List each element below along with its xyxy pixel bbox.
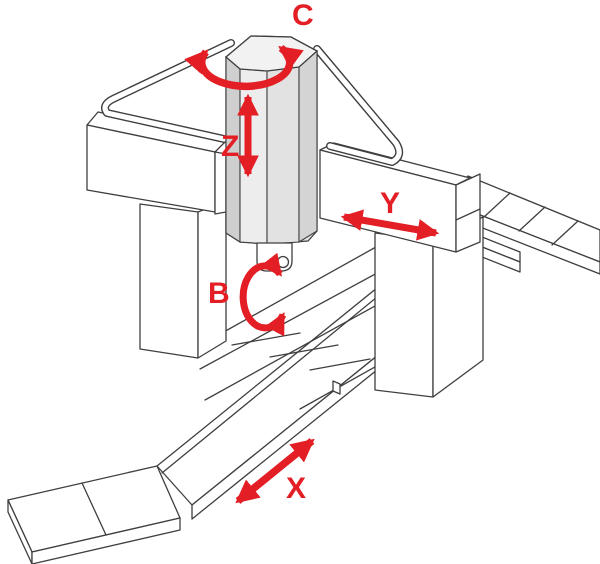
table-end-pallet bbox=[7, 465, 181, 564]
c-axis-label: C bbox=[292, 0, 314, 32]
x-axis-label: X bbox=[286, 472, 306, 505]
x-axis-arrow bbox=[235, 438, 315, 504]
b-axis-rotation-arrow bbox=[239, 252, 287, 337]
y-axis-arrow bbox=[340, 209, 440, 241]
b-axis-label: B bbox=[208, 277, 230, 310]
left-leg bbox=[139, 200, 227, 359]
z-axis-label: Z bbox=[221, 130, 239, 163]
c-axis-rotation-arrow bbox=[184, 44, 304, 91]
right-column bbox=[374, 216, 484, 398]
cable-carrier bbox=[101, 39, 404, 166]
y-axis-label: Y bbox=[380, 187, 400, 220]
spindle-column bbox=[224, 35, 319, 245]
